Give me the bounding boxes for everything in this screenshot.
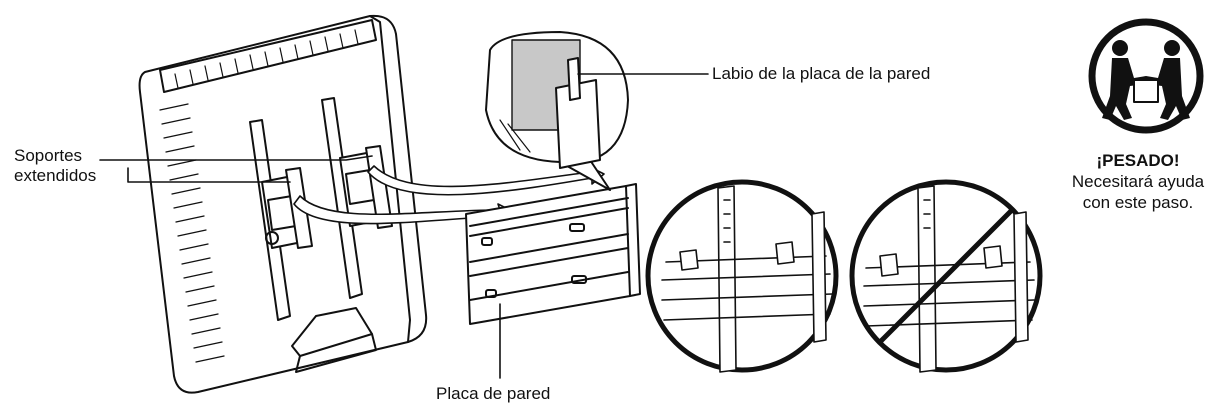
heavy-warning: ¡PESADO! Necesitará ayuda con este paso. [1064, 150, 1212, 213]
lip-detail-callout [485, 31, 709, 191]
brackets-label-line2: extendidos [14, 166, 97, 185]
lip-label: Labio de la placa de la pared [712, 64, 931, 83]
correct-mount-detail [645, 179, 839, 373]
brackets-label: Soportes extendidos [14, 146, 96, 186]
tv-back [138, 14, 428, 394]
brackets-leader [99, 155, 373, 183]
two-person-lift-icon [1088, 18, 1204, 134]
wall-plate [465, 183, 641, 325]
warning-title: ¡PESADO! [1096, 151, 1180, 170]
incorrect-mount-detail [849, 179, 1043, 373]
prohibited-icon [877, 207, 1015, 345]
brackets-label-line1: Soportes [14, 146, 83, 165]
wall-plate-label: Placa de pared [436, 384, 551, 403]
warning-line1: Necesitará ayuda [1071, 172, 1205, 191]
warning-line2: con este paso. [1082, 193, 1194, 212]
